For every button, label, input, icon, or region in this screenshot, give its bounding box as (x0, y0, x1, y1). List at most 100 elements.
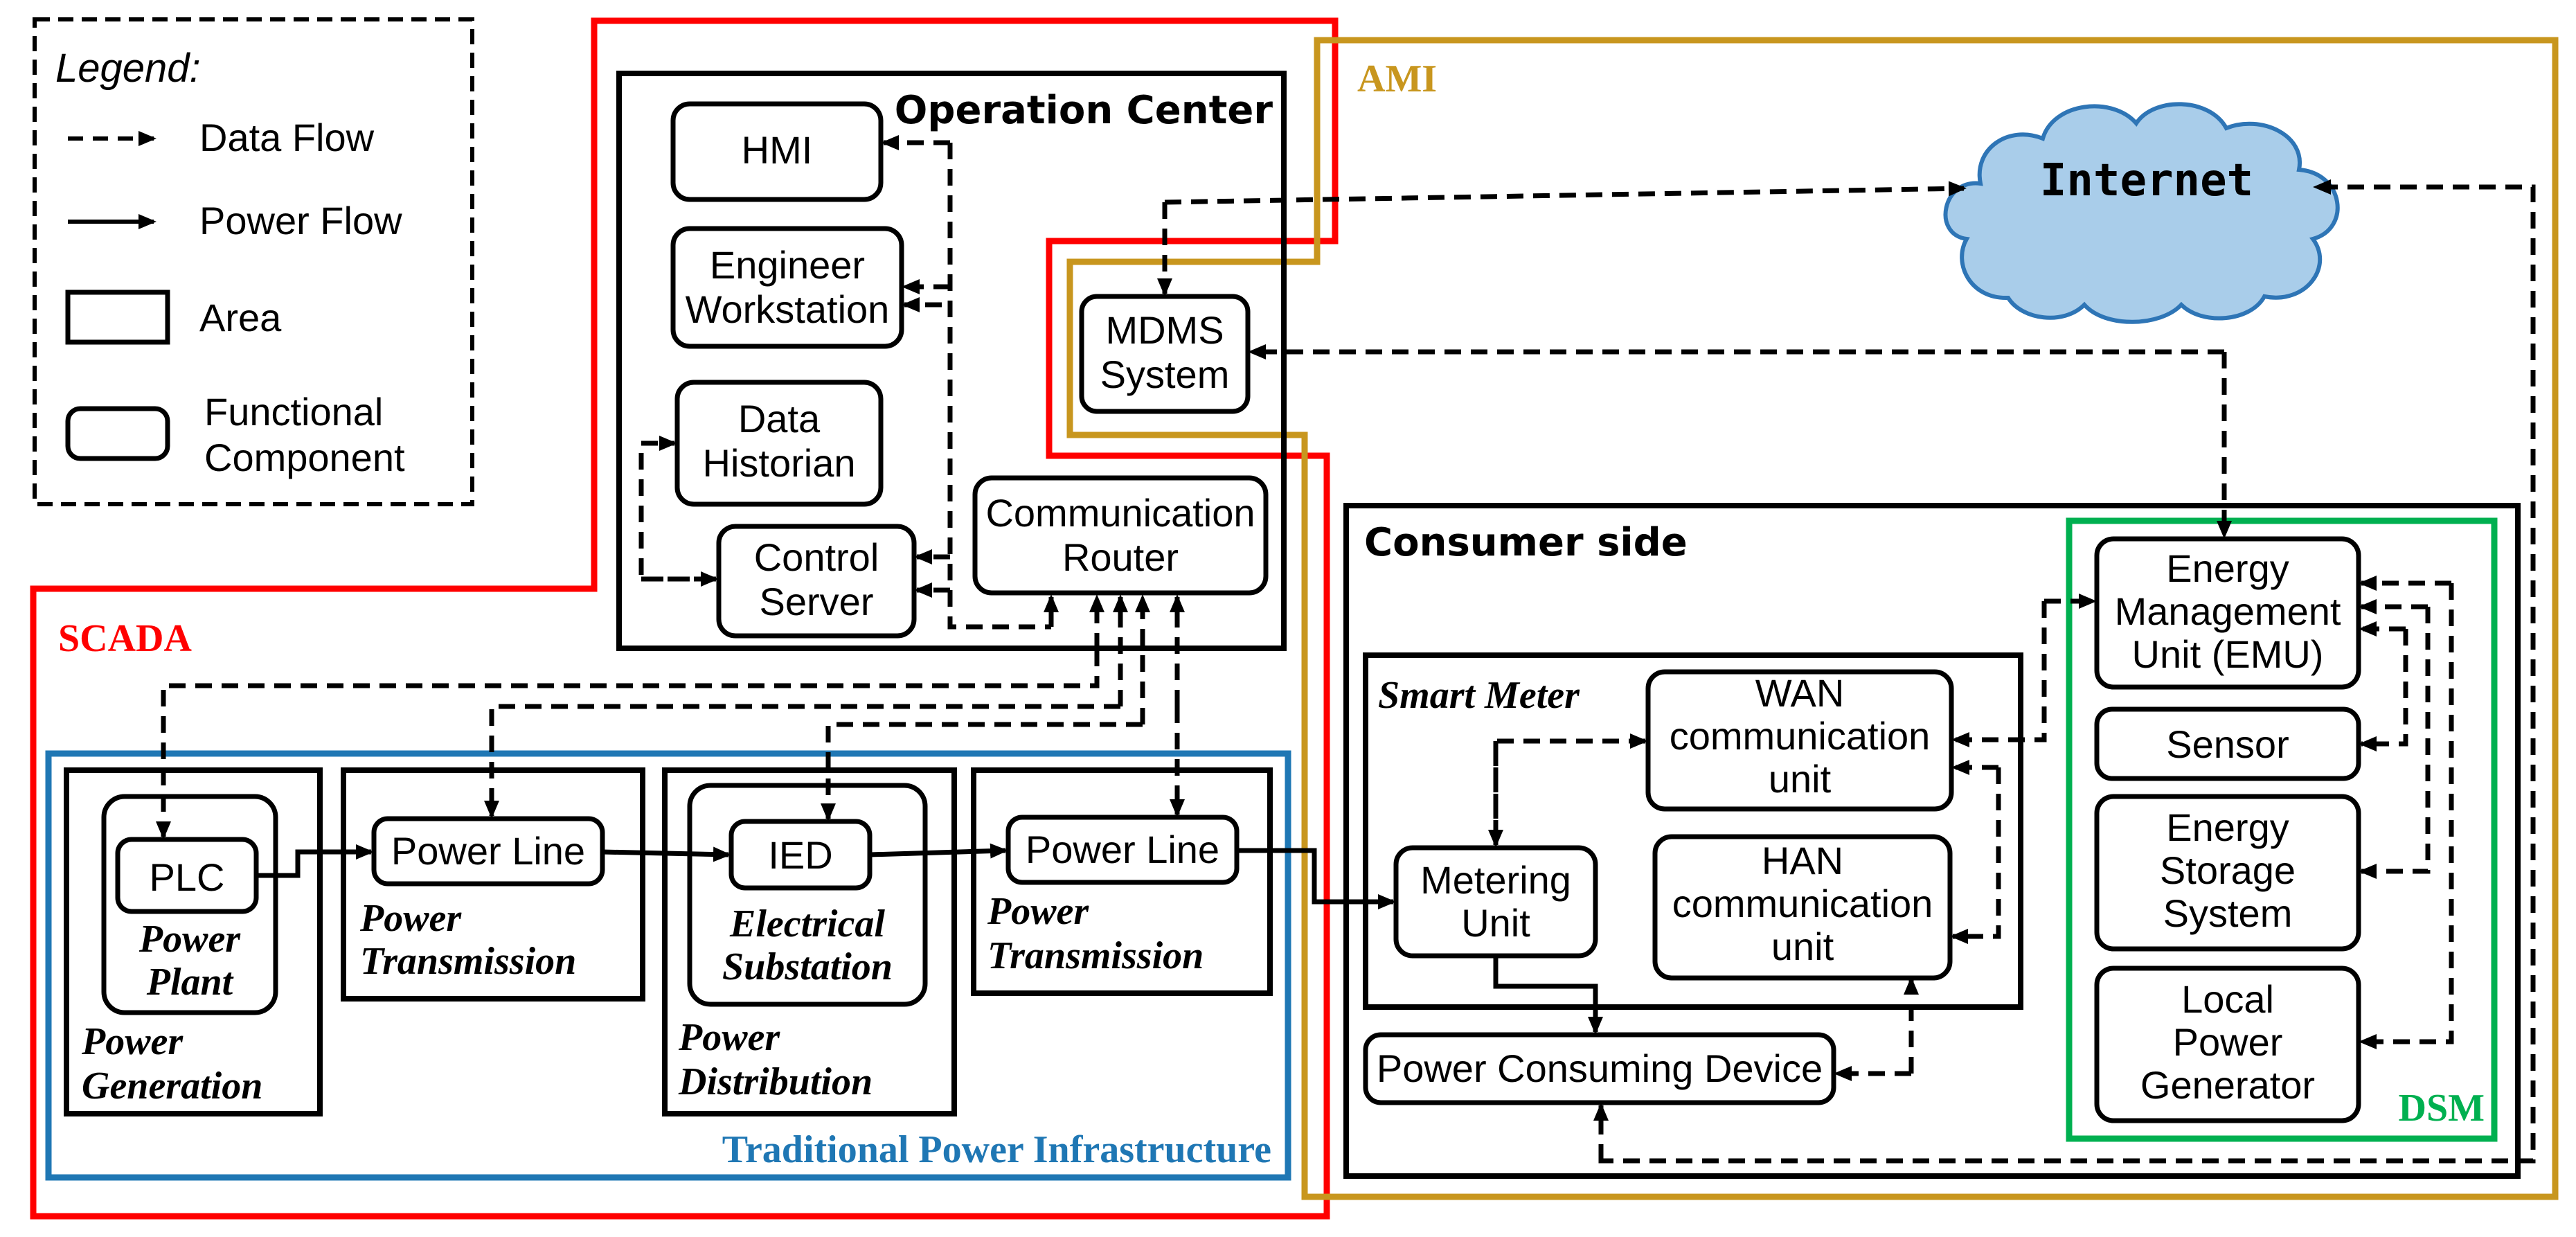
legend-data-flow-label: Data Flow (199, 116, 375, 159)
power-flow-lines (256, 843, 1603, 1035)
smart-meter-area (1363, 652, 2023, 1010)
power-generation-label-2: Generation (82, 1065, 262, 1107)
metering-unit-label-2: Unit (1461, 901, 1530, 945)
legend-border (33, 17, 474, 506)
power-transmission-1-label-1: Power (359, 897, 462, 940)
power-plant-label-2: Plant (146, 961, 234, 1004)
data-flow-metering-to-wan (1493, 733, 1648, 845)
energy-management-unit-box[interactable]: Energy Management Unit (EMU) (2094, 536, 2361, 690)
traditional-infrastructure-region (45, 750, 1291, 1181)
legend-component-icon (65, 406, 170, 461)
power-distribution-label-1: Power (678, 1016, 780, 1059)
engineer-workstation-box[interactable]: Engineer Workstation (670, 226, 904, 349)
data-historian-box[interactable]: Data Historian (674, 380, 884, 507)
wan-label-2: communication (1670, 714, 1931, 758)
power-transmission-2-label-1: Power (987, 890, 1089, 933)
ami-region (1066, 37, 2559, 1200)
data-historian-label-1: Data (738, 397, 821, 440)
han-label-2: communication (1672, 882, 1933, 925)
power-generation-label-1: Power (81, 1020, 184, 1063)
scada-region (30, 17, 1339, 1220)
scada-label: SCADA (58, 617, 192, 660)
wan-label-3: unit (1769, 757, 1832, 801)
power-line-1-frame (371, 816, 605, 887)
dsm-region (2066, 517, 2498, 1142)
power-distribution-label-2: Distribution (678, 1060, 873, 1103)
local-generator-label-1: Local (2181, 977, 2274, 1021)
han-communication-unit-box[interactable]: HAN communication unit (1652, 834, 1953, 981)
smart-meter-label: Smart Meter (1378, 674, 1580, 717)
power-plant-area (101, 794, 278, 1015)
communication-router-box[interactable]: Communication Router (972, 475, 1269, 596)
legend-component-label-2: Component (204, 436, 405, 479)
power-transmission-area-2 (971, 767, 1273, 996)
hmi-frame (670, 101, 884, 202)
electrical-substation-area (687, 783, 928, 1007)
mdms-system-label-2: System (1100, 353, 1230, 396)
power-flow-power-line-2-to-metering (1237, 848, 1396, 909)
consumer-side-area (1343, 503, 2521, 1179)
legend-title: Legend: (55, 46, 201, 91)
data-flow-emu-to-storage (2359, 607, 2431, 879)
power-flow-power-line-1-to-ied (602, 846, 731, 862)
power-line-2-box[interactable]: Power Line (1005, 815, 1240, 885)
control-server-box[interactable]: Control Server (716, 524, 917, 639)
metering-unit-label-1: Metering (1420, 858, 1571, 902)
operation-center-label: Operation Center (895, 88, 1273, 133)
mdms-system-label-1: MDMS (1105, 308, 1224, 352)
energy-storage-system-box[interactable]: Energy Storage System (2094, 794, 2361, 952)
energy-storage-label-1: Energy (2166, 806, 2289, 849)
cloud-shape (1943, 102, 2340, 324)
han-label-3: unit (1771, 925, 1834, 968)
engineer-workstation-label-1: Engineer (710, 243, 865, 287)
data-flow-emu-to-generator (2359, 583, 2454, 1049)
communication-router-label-1: Communication (985, 491, 1255, 535)
internet-label: Internet (2040, 155, 2253, 206)
local-power-generator-box[interactable]: Local Power Generator (2094, 965, 2361, 1123)
ied-label: IED (768, 833, 832, 877)
legend: Legend: Data Flow Power Flow Area Functi… (33, 17, 474, 506)
dsm-label: DSM (2399, 1087, 2485, 1130)
power-consuming-device-label: Power Consuming Device (1377, 1047, 1823, 1090)
control-server-frame (716, 524, 917, 639)
data-flow-to-internet (1164, 181, 1967, 205)
data-flow-router-to-plc (156, 650, 1100, 839)
power-flow-metering-to-device (1493, 956, 1603, 1035)
engineer-workstation-label-2: Workstation (686, 287, 890, 331)
ied-box[interactable]: IED (728, 819, 873, 891)
plc-box[interactable]: PLC (115, 837, 259, 914)
wan-communication-unit-box[interactable]: WAN communication unit (1645, 669, 1954, 812)
data-flow-wan-to-han (1950, 767, 2001, 944)
mdms-system-box[interactable]: MDMS System (1079, 294, 1251, 414)
metering-unit-box[interactable]: Metering Unit (1393, 845, 1598, 959)
power-generation-area (64, 767, 323, 1116)
sensor-box[interactable]: Sensor (2094, 706, 2361, 781)
power-flow-plc-to-power-line-1 (256, 844, 374, 878)
communication-router-label-2: Router (1062, 535, 1179, 579)
hmi-box[interactable]: HMI (670, 101, 884, 202)
consumer-side-label: Consumer side (1364, 520, 1688, 565)
operation-center-area (616, 71, 1287, 651)
communication-router-frame (972, 475, 1269, 596)
power-plant-label-1: Power (138, 918, 241, 961)
power-distribution-area (662, 767, 957, 1116)
legend-component-label-1: Functional (204, 390, 383, 434)
control-server-label-1: Control (754, 535, 879, 579)
wan-label-1: WAN (1755, 671, 1845, 715)
power-consuming-device-box[interactable]: Power Consuming Device (1363, 1032, 1836, 1105)
power-line-1-box[interactable]: Power Line (371, 816, 605, 887)
ami-label: AMI (1357, 57, 1437, 100)
data-flow-emu-to-wan (1951, 601, 2047, 747)
emu-label-1: Energy (2166, 546, 2289, 590)
data-historian-frame (674, 380, 884, 507)
electrical-substation-label-1: Electrical (729, 902, 885, 945)
data-flow-emu-to-sensor (2359, 629, 2408, 751)
power-line-2-label: Power Line (1026, 828, 1219, 871)
emu-label-2: Management (2115, 589, 2341, 633)
internet-cloud[interactable]: Internet (1943, 102, 2340, 324)
legend-area-label: Area (199, 296, 282, 339)
data-flow-router-to-ied (821, 722, 1143, 821)
local-generator-label-3: Generator (2140, 1063, 2315, 1107)
emu-label-3: Unit (EMU) (2132, 632, 2324, 676)
